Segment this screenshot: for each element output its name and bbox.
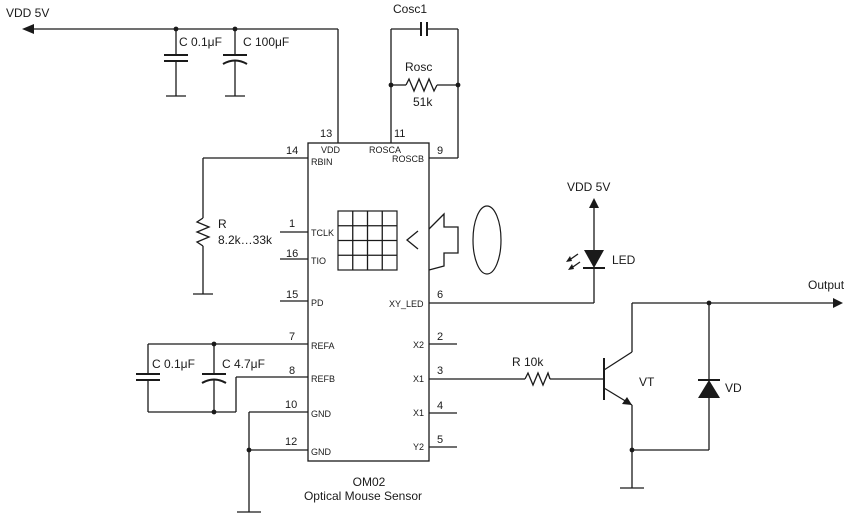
output-arrow-icon [833,298,843,308]
pin-5-number: 5 [437,434,443,446]
pin-16-number: 16 [286,248,298,260]
rbin-value-label: 8.2k…33k [218,233,273,247]
oscillator-network: Cosc1 Rosc 51k [388,2,461,159]
chip-top-pins: 13 VDD 11 ROSCA 9 ROSCB [320,128,443,164]
ref-capacitors: C 0.1μF C 4.7μF [136,341,265,415]
pin-13-number: 13 [320,128,332,140]
pin-14-label: RBIN [311,157,333,167]
led-label: LED [612,253,636,267]
pin-15-label: PD [311,298,324,308]
cosc-label: Cosc1 [393,2,427,16]
pin-13-label: VDD [321,145,341,155]
light-path-icon [428,212,459,271]
cap-top-1: C 0.1μF [164,29,222,97]
cap-top-2: C 100μF [222,29,289,97]
resistor-rbin: R 8.2k…33k [193,157,280,295]
pin-4-label: X1 [413,408,424,418]
light-chevron-icon [405,230,419,250]
output-label: Output [808,278,845,292]
pin-2-label: X2 [413,340,424,350]
pin-14-number: 14 [286,145,298,157]
led-circuit: VDD 5V LED [566,180,636,303]
pin-10-number: 10 [285,399,297,411]
vdd-led-label: VDD 5V [567,180,610,194]
pin-10-label: GND [311,409,332,419]
cap-ref-1-label: C 0.1μF [152,357,195,371]
pin-1-label: TCLK [311,228,334,238]
pin-2-number: 2 [437,331,443,343]
optics-lens [428,205,502,275]
pin-3-label: X1 [413,374,424,384]
chip-body [307,142,430,462]
vdd-arrow-icon [22,24,34,34]
pin-15-number: 15 [286,289,298,301]
sensor-grid-icon [337,210,398,271]
pin-11-label: ROSCA [369,145,401,155]
chip-name: OM02 [353,475,386,489]
transistor-emitter-arrow-icon [622,397,632,405]
cap-top-1-label: C 0.1μF [179,35,222,49]
rosc-label: Rosc [405,60,432,74]
vdd-led-arrow-icon [589,198,599,208]
pin-9-label: ROSCB [392,154,424,164]
pin-5-label: Y2 [413,442,424,452]
led-diode-icon [584,250,604,268]
pin-6-number: 6 [437,289,443,301]
rbin-name-label: R [218,217,227,231]
cap-ref-2-label: C 4.7μF [222,357,265,371]
chip-om02: OM02 Optical Mouse Sensor [304,142,430,503]
pin-3-number: 3 [437,365,443,377]
vt-label: VT [639,375,655,389]
vd-label: VD [725,381,742,395]
zener-diode-icon [698,380,720,398]
cap-top-2-label: C 100μF [243,35,289,49]
lens-icon [472,205,502,275]
pin-8-number: 8 [289,365,295,377]
pin-12-label: GND [311,447,332,457]
pin-8-label: REFB [311,374,335,384]
output-stage: R 10k VT VD Output [512,278,845,489]
pin-16-label: TIO [311,256,326,266]
chip-description: Optical Mouse Sensor [304,489,422,503]
chip-left-pins: 14 RBIN 1 TCLK 16 TIO 15 PD 7 REFA 8 REF… [148,145,335,457]
pin-7-number: 7 [289,331,295,343]
pin-7-label: REFA [311,341,335,351]
pin-11-number: 11 [394,128,405,140]
chip-right-pins: 6 XY_LED 2 X2 3 X1 4 X1 5 Y2 [389,289,594,452]
pin-12-number: 12 [285,436,297,448]
pin-9-number: 9 [437,145,443,157]
rosc-value-label: 51k [413,95,433,109]
pin-6-label: XY_LED [389,299,424,309]
pin-4-number: 4 [437,400,443,412]
vdd-left-label: VDD 5V [6,6,49,20]
r10k-label: R 10k [512,355,544,369]
chip-ground [237,412,261,513]
pin-1-number: 1 [289,218,295,230]
vdd-rail: VDD 5V [6,6,339,143]
